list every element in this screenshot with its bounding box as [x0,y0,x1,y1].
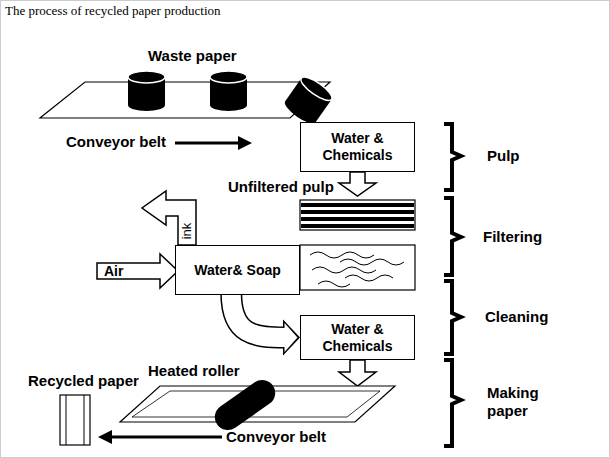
diagram-title: The process of recycled paper production [5,3,221,19]
box-text: Water & Chemicals [307,321,408,355]
box-text: Water & Chemicals [307,130,408,164]
text-label: Conveyor belt [226,428,326,446]
text-stack: Water& Soap [194,262,281,279]
text-label: Heated roller [148,362,240,380]
text-label: Filtering [483,228,542,246]
text-stack: Water & Chemicals [307,130,408,164]
text-label: Air [104,262,123,280]
text-label: Waste paper [148,47,237,65]
text-label: Pulp [487,147,520,165]
text-label: Unfiltered pulp [228,178,334,196]
text-label: Cleaning [485,308,548,326]
flow-arrow [231,293,300,356]
text-label: Making paper [487,384,547,420]
process-box: Water & Chemicals [300,315,415,360]
text-stack: Water & Chemicals [307,321,408,355]
text-label: Conveyor belt [66,133,166,151]
process-box: Water & Chemicals [300,122,415,172]
flow-label: ink [178,223,196,240]
text-label: Recycled paper [28,372,139,390]
box-text: Water& Soap [194,262,281,279]
process-box: Water& Soap [175,245,300,295]
